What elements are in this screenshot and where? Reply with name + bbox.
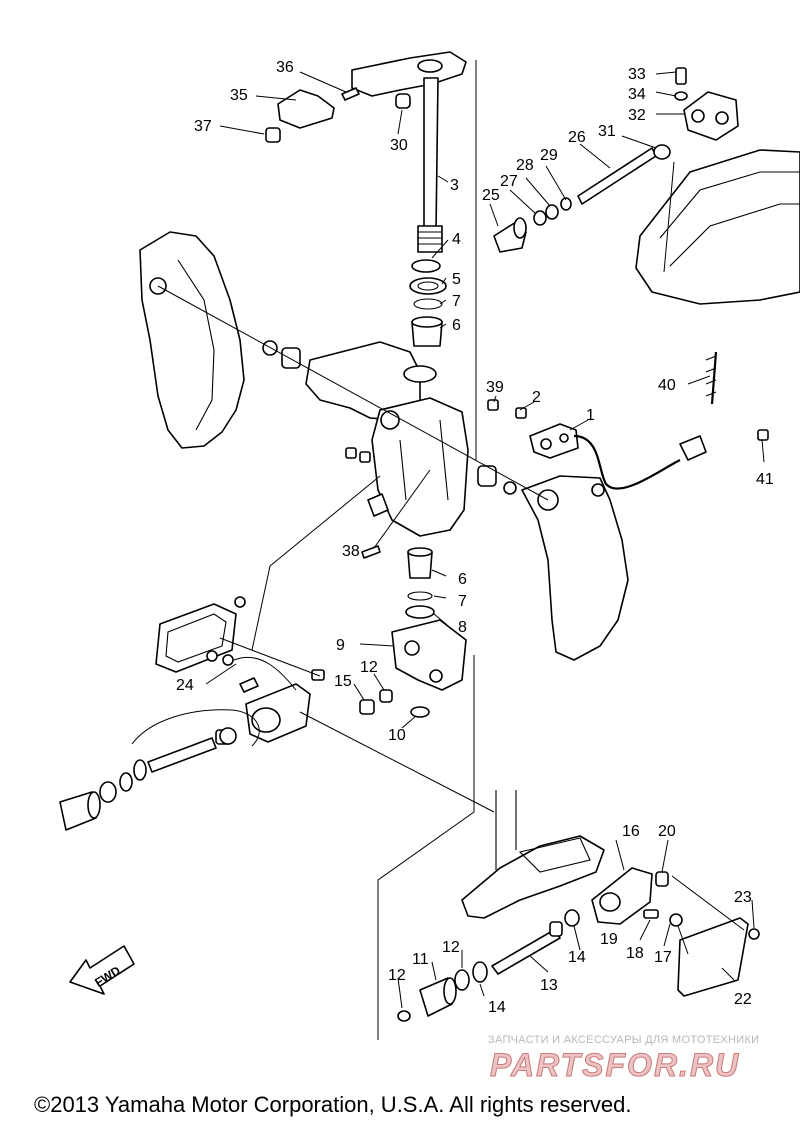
reference-lines	[299, 60, 745, 1040]
callout-3: 3	[450, 177, 459, 194]
callout-9: 9	[336, 637, 345, 654]
right-mount-bolt-part	[397, 909, 580, 1022]
left-mount-housing-part	[239, 669, 325, 743]
fwd-arrow-icon: FWD	[69, 945, 135, 995]
left-mount-leads	[131, 475, 381, 747]
callout-7-upper: 7	[452, 293, 461, 310]
callout-29: 28	[516, 157, 534, 174]
callout-38: 37	[194, 118, 212, 135]
callout-22: 20	[658, 823, 676, 840]
callout-36: 35	[230, 87, 248, 104]
callout-leader-lines	[205, 71, 765, 1009]
callout-16: 14	[568, 949, 586, 966]
callout-28: 27	[500, 173, 518, 190]
callout-19: 17	[654, 949, 672, 966]
right-mount-cover-part	[677, 917, 749, 997]
trim-sender-part	[487, 351, 769, 490]
callout-30: 29	[540, 147, 558, 164]
watermark-logo: PARTSFOR.RU	[489, 1047, 741, 1084]
callout-41: 40	[658, 377, 676, 394]
callout-31: 30	[390, 137, 408, 154]
callout-33: 32	[628, 107, 646, 124]
callout-14: 14	[488, 999, 506, 1016]
callout-2: 2	[532, 389, 541, 406]
callout-labels: 36 35 37 30 3 4 5 7 6 25 27 28 29 26 31 …	[176, 59, 774, 1016]
callout-40: 39	[486, 379, 504, 396]
small-fasteners	[345, 447, 381, 559]
clamp-bracket-right-part	[477, 465, 629, 661]
bushings-and-washers-upper	[409, 259, 447, 347]
callout-6-upper: 6	[452, 317, 461, 334]
watermark-tagline: ЗАПЧАСТИ И АКСЕССУАРЫ ДЛЯ МОТОТЕХНИКИ	[488, 1034, 760, 1046]
callout-27: 26	[568, 129, 586, 146]
callout-10: 10	[388, 727, 406, 744]
clamp-bracket-left-part	[139, 231, 301, 449]
callout-13: 12	[442, 939, 460, 956]
copyright-notice: ©2013 Yamaha Motor Corporation, U.S.A. A…	[34, 1092, 632, 1117]
callout-34: 33	[628, 66, 646, 83]
callout-6-lower: 6	[458, 571, 467, 588]
callout-8: 8	[458, 619, 467, 636]
callout-11: 11	[412, 951, 429, 968]
callout-17: 15	[334, 673, 352, 690]
upper-mount-bracket-part	[674, 67, 739, 141]
swivel-bracket-part	[305, 341, 469, 537]
callout-37: 36	[276, 59, 294, 76]
callout-25: 24	[176, 677, 194, 694]
callout-12-upper: 12	[360, 659, 378, 676]
callout-26: 25	[482, 187, 500, 204]
callout-12-lower: 12	[388, 967, 406, 984]
callout-20: 18	[626, 945, 644, 962]
left-mount-bolt-part	[59, 727, 237, 831]
steering-shaft-part	[417, 77, 443, 253]
upper-mount-part	[493, 144, 671, 253]
callout-18: 16	[622, 823, 640, 840]
callout-32: 31	[598, 123, 616, 140]
lower-bushings-part	[405, 547, 435, 619]
lower-mount-bracket-part	[359, 619, 467, 718]
callout-1: 1	[586, 407, 595, 424]
callout-4: 4	[452, 231, 461, 248]
callout-23: 22	[734, 991, 752, 1008]
through-tube-axis	[157, 285, 549, 501]
left-mount-cover-part	[155, 596, 246, 673]
callout-42: 41	[756, 471, 774, 488]
callout-39: 38	[342, 543, 360, 560]
engine-base-part	[635, 149, 800, 305]
callout-35: 34	[628, 86, 646, 103]
callout-5: 5	[452, 271, 461, 288]
callout-24: 23	[734, 889, 752, 906]
callout-21: 19	[600, 931, 618, 948]
callout-7-lower: 7	[458, 593, 467, 610]
lower-unit-part	[461, 790, 605, 919]
callout-15: 13	[540, 977, 558, 994]
